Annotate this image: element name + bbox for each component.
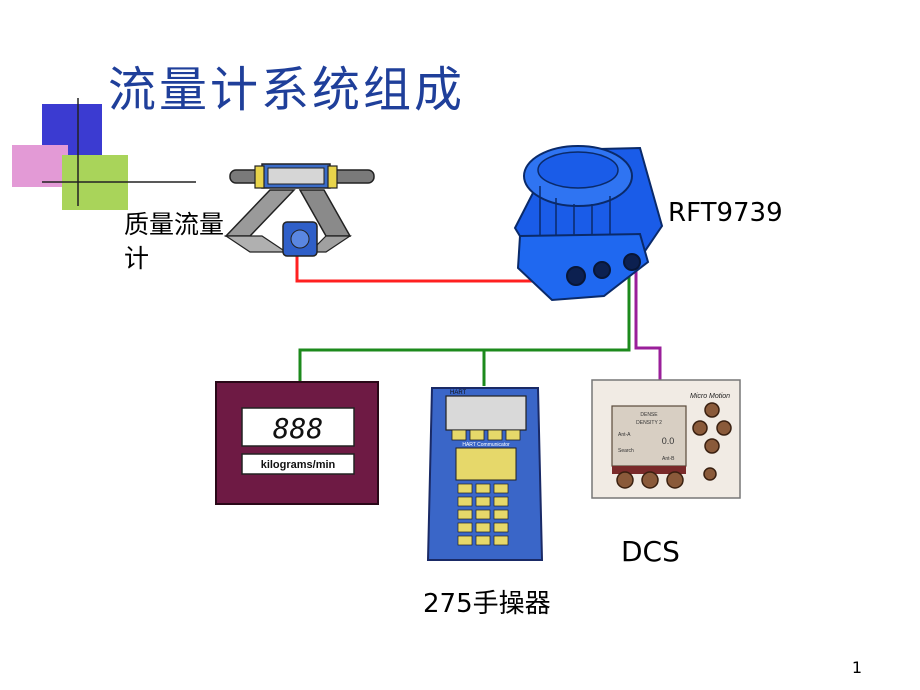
label-transmitter: RFT9739 <box>668 198 783 228</box>
display-readout: 888 <box>273 412 324 445</box>
corner-decoration <box>12 98 196 210</box>
wire-sensor-to-transmitter <box>295 256 577 283</box>
label-mass-flowmeter: 质量流量计 <box>124 210 225 273</box>
label-hart-communicator: 275手操器 <box>423 589 551 619</box>
dcs-screen-bottom: Ant-B <box>662 456 675 462</box>
dcs-screen-left2: Search <box>618 448 634 454</box>
flow-display-panel: 888 kilograms/min <box>215 381 379 505</box>
decor-pink-block <box>12 145 68 187</box>
transmitter-rft9739 <box>513 145 664 302</box>
hart-communicator: HART HART Communicator <box>426 387 544 561</box>
dcs-screen-mid: DENSITY 2 <box>636 420 662 426</box>
page-number: 1 <box>851 658 862 677</box>
dcs-panel: Micro Motion DENSE DENSITY 2 Ant-A Searc… <box>591 379 741 499</box>
wire-transmitter-to-dcs <box>634 260 662 380</box>
communicator-brand: HART <box>450 390 467 396</box>
communicator-model: HART Communicator <box>462 442 510 448</box>
mass-flowmeter-sensor <box>224 163 375 257</box>
dcs-screen-left1: Ant-A <box>618 432 631 438</box>
dcs-brand: Micro Motion <box>690 393 730 400</box>
dcs-screen-value: 0.0 <box>662 436 675 446</box>
slide-title: 流量计系统组成 <box>108 62 466 118</box>
label-dcs: DCS <box>621 535 680 568</box>
wire-transmitter-to-receivers <box>298 260 631 384</box>
dcs-screen-top: DENSE <box>640 412 658 418</box>
display-unit: kilograms/min <box>261 459 336 471</box>
